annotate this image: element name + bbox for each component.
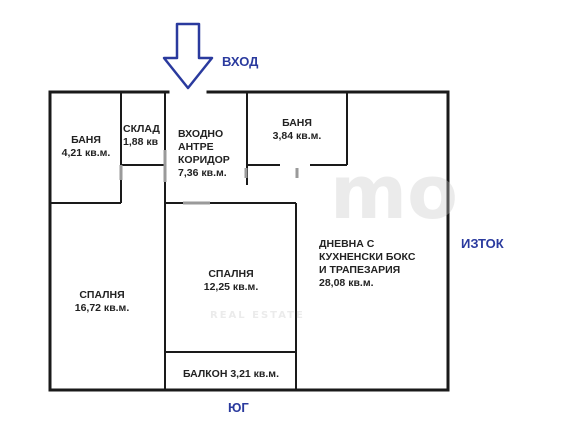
interior-walls [50, 92, 348, 390]
room-hall-line2: АНТРЕ [178, 141, 214, 153]
room-balcony: БАЛКОН 3,21 кв.м. [183, 368, 279, 381]
entrance-arrow-icon [162, 22, 214, 90]
room-bedroom-middle-area: 12,25 кв.м. [203, 281, 259, 293]
room-bath-left: БАНЯ 4,21 кв.м. [62, 134, 111, 160]
room-living-line3: И ТРАПЕЗАРИЯ [319, 264, 401, 276]
door-marks [119, 150, 299, 205]
south-label: ЮГ [228, 400, 249, 415]
entrance-label: ВХОД [222, 54, 259, 69]
room-bedroom-left: СПАЛНЯ 16,72 кв.м. [75, 289, 130, 315]
east-label: ИЗТОК [461, 236, 504, 251]
room-bath-left-name: БАНЯ [71, 134, 101, 146]
room-hall: ВХОДНО АНТРЕ КОРИДОР 7,36 кв.м. [178, 128, 230, 180]
room-storage: СКЛАД 1,88 кв [123, 123, 160, 149]
room-bedroom-middle-name: СПАЛНЯ [208, 268, 254, 280]
watermark-tagline: REAL ESTATE [210, 310, 305, 321]
room-hall-line3: КОРИДОР [178, 154, 230, 166]
room-hall-area: 7,36 кв.м. [178, 167, 227, 179]
room-living-line2: КУХНЕНСКИ БОКС [319, 251, 416, 263]
room-balcony-label: БАЛКОН 3,21 кв.м. [183, 368, 279, 380]
room-bedroom-middle: СПАЛНЯ 12,25 кв.м. [204, 268, 259, 294]
room-hall-line1: ВХОДНО [178, 128, 224, 140]
room-bath-right-area: 3,84 кв.м. [272, 130, 322, 142]
room-bedroom-left-area: 16,72 кв.м. [74, 302, 130, 314]
room-bath-right: БАНЯ 3,84 кв.м. [273, 117, 322, 143]
watermark-logo: mo [330, 150, 458, 236]
room-storage-area: 1,88 кв [123, 136, 159, 148]
room-living-line1: ДНЕВНА С [319, 238, 375, 250]
room-living: ДНЕВНА С КУХНЕНСКИ БОКС И ТРАПЕЗАРИЯ 28,… [319, 238, 415, 290]
room-bedroom-left-name: СПАЛНЯ [79, 289, 125, 301]
room-bath-right-name: БАНЯ [282, 117, 312, 129]
room-bath-left-area: 4,21 кв.м. [61, 147, 111, 159]
room-living-area: 28,08 кв.м. [319, 277, 374, 289]
room-storage-name: СКЛАД [123, 123, 160, 135]
